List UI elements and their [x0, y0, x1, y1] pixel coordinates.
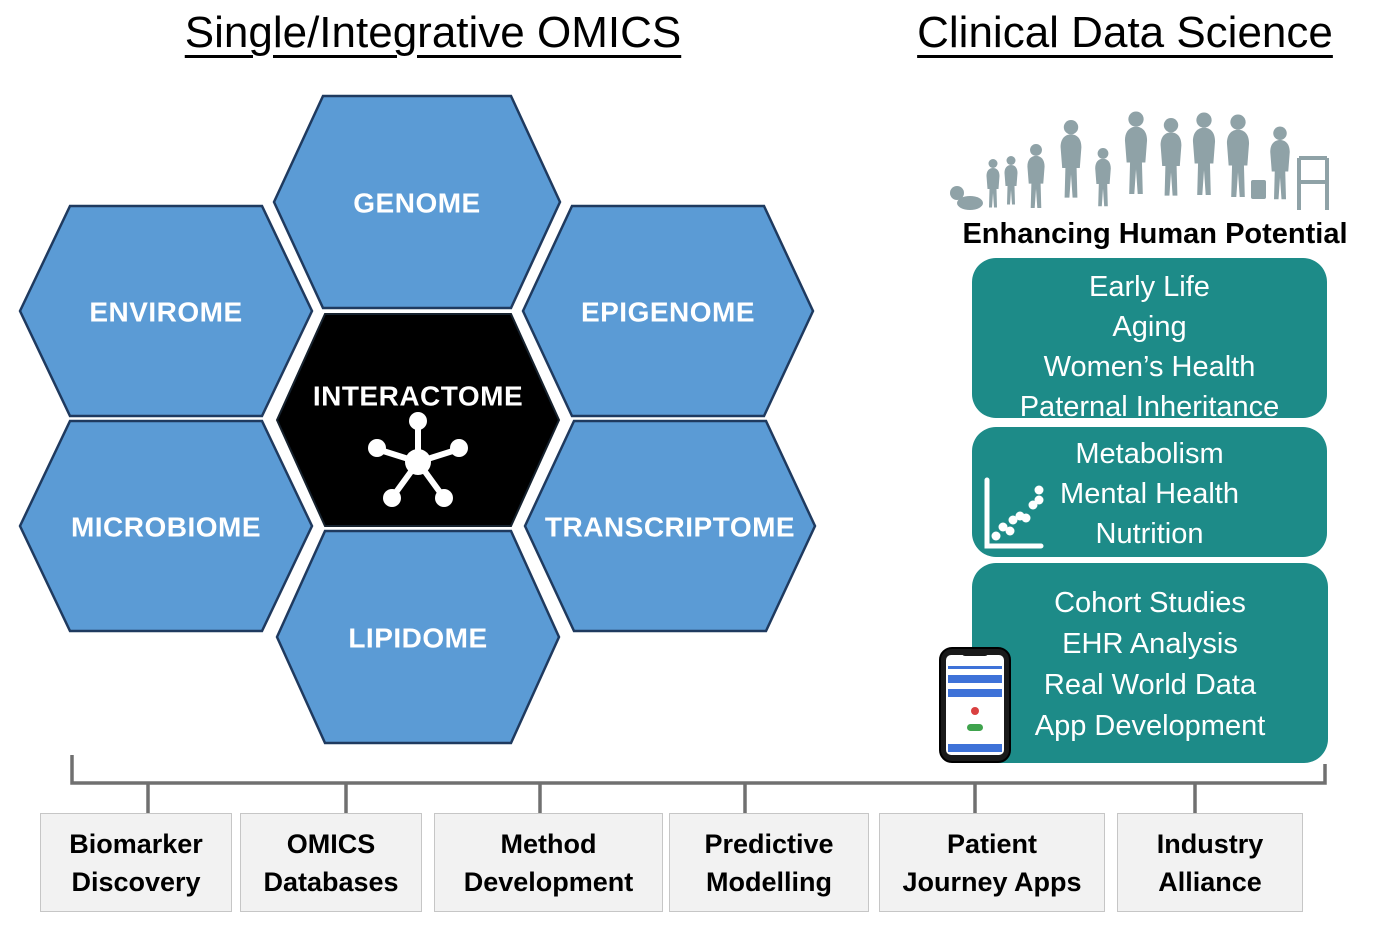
scatter-plot-icon — [984, 477, 1044, 549]
hexagon-interactome-label: INTERACTOME — [313, 381, 523, 412]
card-line: Real World Data — [1043, 669, 1257, 701]
enhancing-human-potential-caption: Enhancing Human Potential — [962, 218, 1348, 250]
card-line: Metabolism — [1075, 438, 1224, 470]
hexagon-transcriptome-shape — [523, 419, 817, 633]
card-line: Mental Health — [1060, 478, 1239, 510]
card-line: Nutrition — [1095, 518, 1204, 550]
pillar-method-development: Method Development — [434, 813, 663, 912]
person-silhouette — [1124, 111, 1148, 194]
pillar-line: Method — [500, 829, 597, 859]
hexagon-envirome-label: ENVIROME — [89, 297, 242, 328]
hexagon-envirome: ENVIROME — [18, 204, 314, 418]
pillar-biomarker-discovery: Biomarker Discovery — [40, 813, 232, 912]
hexagon-lipidome-label: LIPIDOME — [348, 623, 487, 654]
bracket-main-line — [70, 755, 1327, 785]
pillar-line: Development — [463, 867, 634, 897]
hexagon-interactome: INTERACTOME — [275, 313, 561, 527]
person-silhouette — [1160, 118, 1182, 196]
elderly-person-silhouette — [1270, 126, 1290, 200]
hexagon-genome: GENOME — [272, 94, 562, 310]
hexagon-lipidome: LIPIDOME — [275, 529, 561, 745]
hexagon-transcriptome-label: TRANSCRIPTOME — [545, 512, 795, 543]
hexagon-transcriptome: TRANSCRIPTOME — [523, 419, 817, 633]
clinical-card-health-domains: Metabolism Mental Health Nutrition — [972, 427, 1327, 557]
card-line: EHR Analysis — [1062, 628, 1238, 660]
pillar-line: Databases — [263, 867, 399, 897]
person-silhouette — [1004, 156, 1018, 205]
network-hub-icon — [368, 412, 468, 507]
card-line: App Development — [1034, 710, 1266, 742]
person-silhouette — [1192, 112, 1216, 195]
hexagon-envirome-shape — [18, 204, 314, 418]
hexagon-microbiome: MICROBIOME — [18, 419, 314, 633]
pillar-line: Biomarker — [69, 829, 203, 859]
pillar-predictive-modelling: Predictive Modelling — [669, 813, 869, 912]
omics-section-title: Single/Integrative OMICS — [184, 8, 682, 57]
pillar-omics-databases: OMICS Databases — [240, 813, 422, 912]
person-silhouette — [1027, 144, 1045, 209]
pillar-line: Discovery — [71, 867, 201, 897]
baby-silhouette — [950, 186, 983, 210]
pillar-line: Alliance — [1158, 867, 1262, 897]
connector-bracket — [70, 755, 1327, 815]
card-line: Paternal Inheritance — [1019, 391, 1280, 423]
pillar-line: Industry — [1156, 829, 1264, 859]
walker-icon — [1297, 156, 1329, 210]
pillar-patient-journey-apps: Patient Journey Apps — [879, 813, 1105, 912]
card-line: Cohort Studies — [1054, 587, 1246, 619]
person-silhouette — [1060, 120, 1082, 198]
card-line: Aging — [1112, 311, 1187, 343]
card-line: Early Life — [1089, 271, 1210, 303]
hexagon-lipidome-shape — [275, 529, 561, 745]
hexagon-microbiome-label: MICROBIOME — [71, 512, 261, 543]
card-line: Women’s Health — [1043, 351, 1256, 383]
person-silhouette — [986, 159, 1000, 208]
person-silhouette — [1226, 114, 1250, 197]
pillar-line: Patient — [946, 829, 1038, 859]
briefcase-silhouette — [1251, 180, 1266, 199]
pillar-industry-alliance: Industry Alliance — [1117, 813, 1303, 912]
pillar-line: Journey Apps — [902, 867, 1082, 897]
pillar-line: Predictive — [704, 829, 834, 859]
person-silhouette — [1095, 148, 1111, 207]
hexagon-epigenome: EPIGENOME — [521, 204, 815, 418]
hexagon-epigenome-label: EPIGENOME — [581, 297, 755, 328]
population-silhouettes-graphic — [950, 111, 1329, 210]
clinical-card-data-activities: Cohort Studies EHR Analysis Real World D… — [972, 563, 1328, 763]
omics-hexagon-cluster: GENOME ENVIROME EPIGENOME INTERACTOME — [18, 94, 817, 745]
clinical-section-title: Clinical Data Science — [917, 8, 1333, 57]
hexagon-microbiome-shape — [18, 419, 314, 633]
clinical-card-lifecourse: Early Life Aging Women’s Health Paternal… — [972, 258, 1327, 423]
smartphone-app-icon — [939, 647, 1011, 763]
hexagon-genome-label: GENOME — [353, 188, 480, 219]
hexagon-genome-shape — [272, 94, 562, 310]
pillar-line: OMICS — [286, 829, 376, 859]
hexagon-epigenome-shape — [521, 204, 815, 418]
pillar-line: Modelling — [706, 867, 832, 897]
